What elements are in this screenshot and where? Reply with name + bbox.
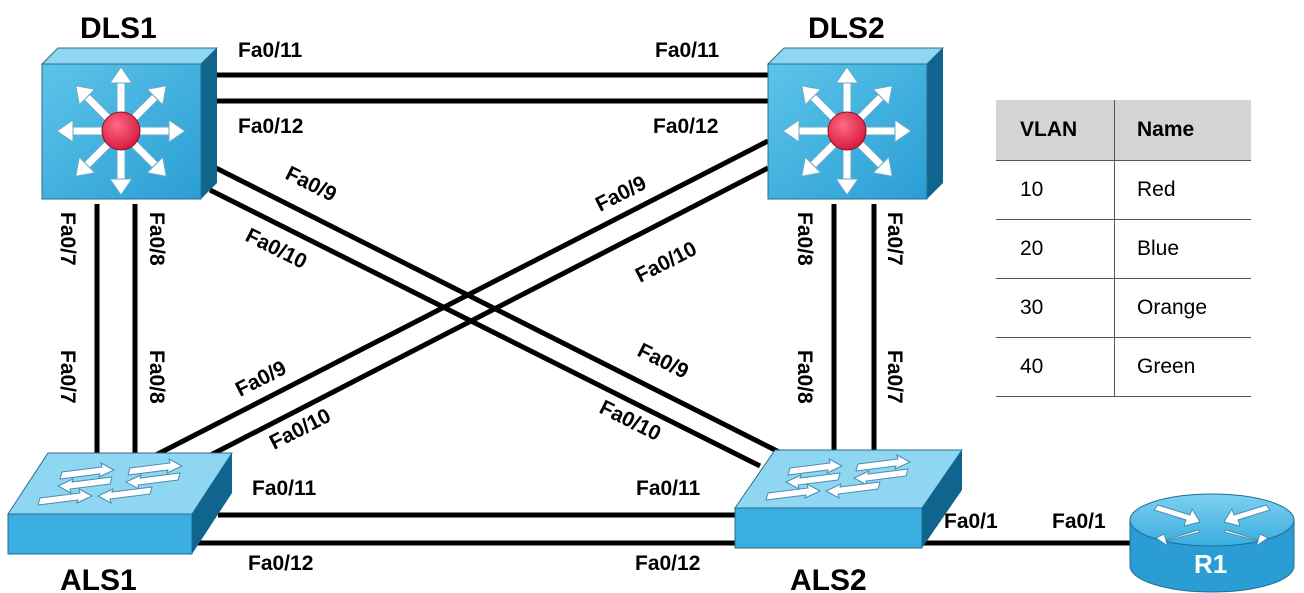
- table-row: 20 Blue: [996, 219, 1251, 279]
- vlan-name-cell: Red: [1114, 160, 1251, 220]
- dls1-port-fa012: Fa0/12: [238, 115, 303, 138]
- r1-port-fa01: Fa0/1: [1052, 510, 1106, 533]
- als2-port-fa012: Fa0/12: [635, 552, 700, 575]
- link-dls2-als1-fa010: [203, 165, 770, 461]
- als2-port-fa09: Fa0/9: [634, 339, 692, 384]
- dls1-port-fa08: Fa0/8: [145, 212, 168, 266]
- router-arrows-icon: [56, 66, 186, 196]
- router-arrows-icon: [1153, 504, 1271, 548]
- als2-port-fa07: Fa0/7: [883, 350, 906, 404]
- name-column-header: Name: [1114, 100, 1251, 161]
- dls2-port-fa012: Fa0/12: [653, 115, 718, 138]
- dls1-port-fa07: Fa0/7: [56, 212, 79, 266]
- table-row: 10 Red: [996, 160, 1251, 220]
- link-dls1-als2-fa010: [208, 187, 762, 469]
- als1-workgroup-switch: [7, 452, 233, 555]
- als2-workgroup-switch: [734, 449, 963, 549]
- als2-port-fa01: Fa0/1: [944, 510, 998, 533]
- vlan-column-header: VLAN: [996, 100, 1115, 161]
- als1-port-fa07: Fa0/7: [56, 350, 79, 404]
- als2-port-fa08: Fa0/8: [793, 350, 816, 404]
- links: [94, 72, 1132, 546]
- als2-port-fa011: Fa0/11: [636, 477, 701, 500]
- table-row: 40 Green: [996, 337, 1251, 397]
- link-dls2-als1-fa09: [148, 138, 770, 461]
- dls1-port-fa09: Fa0/9: [282, 162, 340, 207]
- als1-label: ALS1: [60, 564, 137, 593]
- dls1-port-fa010: Fa0/10: [242, 224, 311, 274]
- dls2-port-fa010: Fa0/10: [632, 237, 701, 287]
- dls1-label: DLS1: [80, 12, 157, 45]
- vlan-id-cell: 10: [996, 160, 1115, 220]
- als1-port-fa012: Fa0/12: [248, 552, 313, 575]
- vlan-name-cell: Green: [1114, 337, 1251, 397]
- router-arrows-icon: [782, 66, 912, 196]
- table-row: 30 Orange: [996, 278, 1251, 338]
- vlan-table-header-row: VLAN Name: [996, 100, 1251, 161]
- dls2-label: DLS2: [808, 12, 885, 45]
- als1-port-fa09: Fa0/9: [232, 357, 290, 402]
- r1-label: R1: [1194, 549, 1227, 579]
- als2-label: ALS2: [790, 564, 867, 593]
- dls2-multilayer-switch: [766, 47, 945, 200]
- vlan-name-cell: Orange: [1114, 278, 1251, 338]
- vlan-table: VLAN Name 10 Red 20 Blue 30 Orange 40 Gr…: [996, 100, 1251, 397]
- dls2-port-fa07: Fa0/7: [883, 212, 906, 266]
- als1-port-fa011: Fa0/11: [252, 477, 317, 500]
- dls1-multilayer-switch: [40, 47, 219, 200]
- switch-arrows-icon: [765, 454, 912, 501]
- vlan-name-cell: Blue: [1114, 219, 1251, 279]
- vlan-id-cell: 20: [996, 219, 1115, 279]
- dls2-port-fa09: Fa0/9: [592, 172, 650, 217]
- vlan-id-cell: 40: [996, 337, 1115, 397]
- r1-router: [1129, 493, 1295, 593]
- dls2-port-fa08: Fa0/8: [793, 212, 816, 266]
- dls1-port-fa011: Fa0/11: [238, 39, 303, 62]
- dls2-port-fa011: Fa0/11: [655, 39, 720, 62]
- vlan-id-cell: 30: [996, 278, 1115, 338]
- als1-port-fa08: Fa0/8: [145, 350, 168, 404]
- switch-arrows-icon: [37, 458, 184, 506]
- als1-port-fa010: Fa0/10: [266, 404, 335, 454]
